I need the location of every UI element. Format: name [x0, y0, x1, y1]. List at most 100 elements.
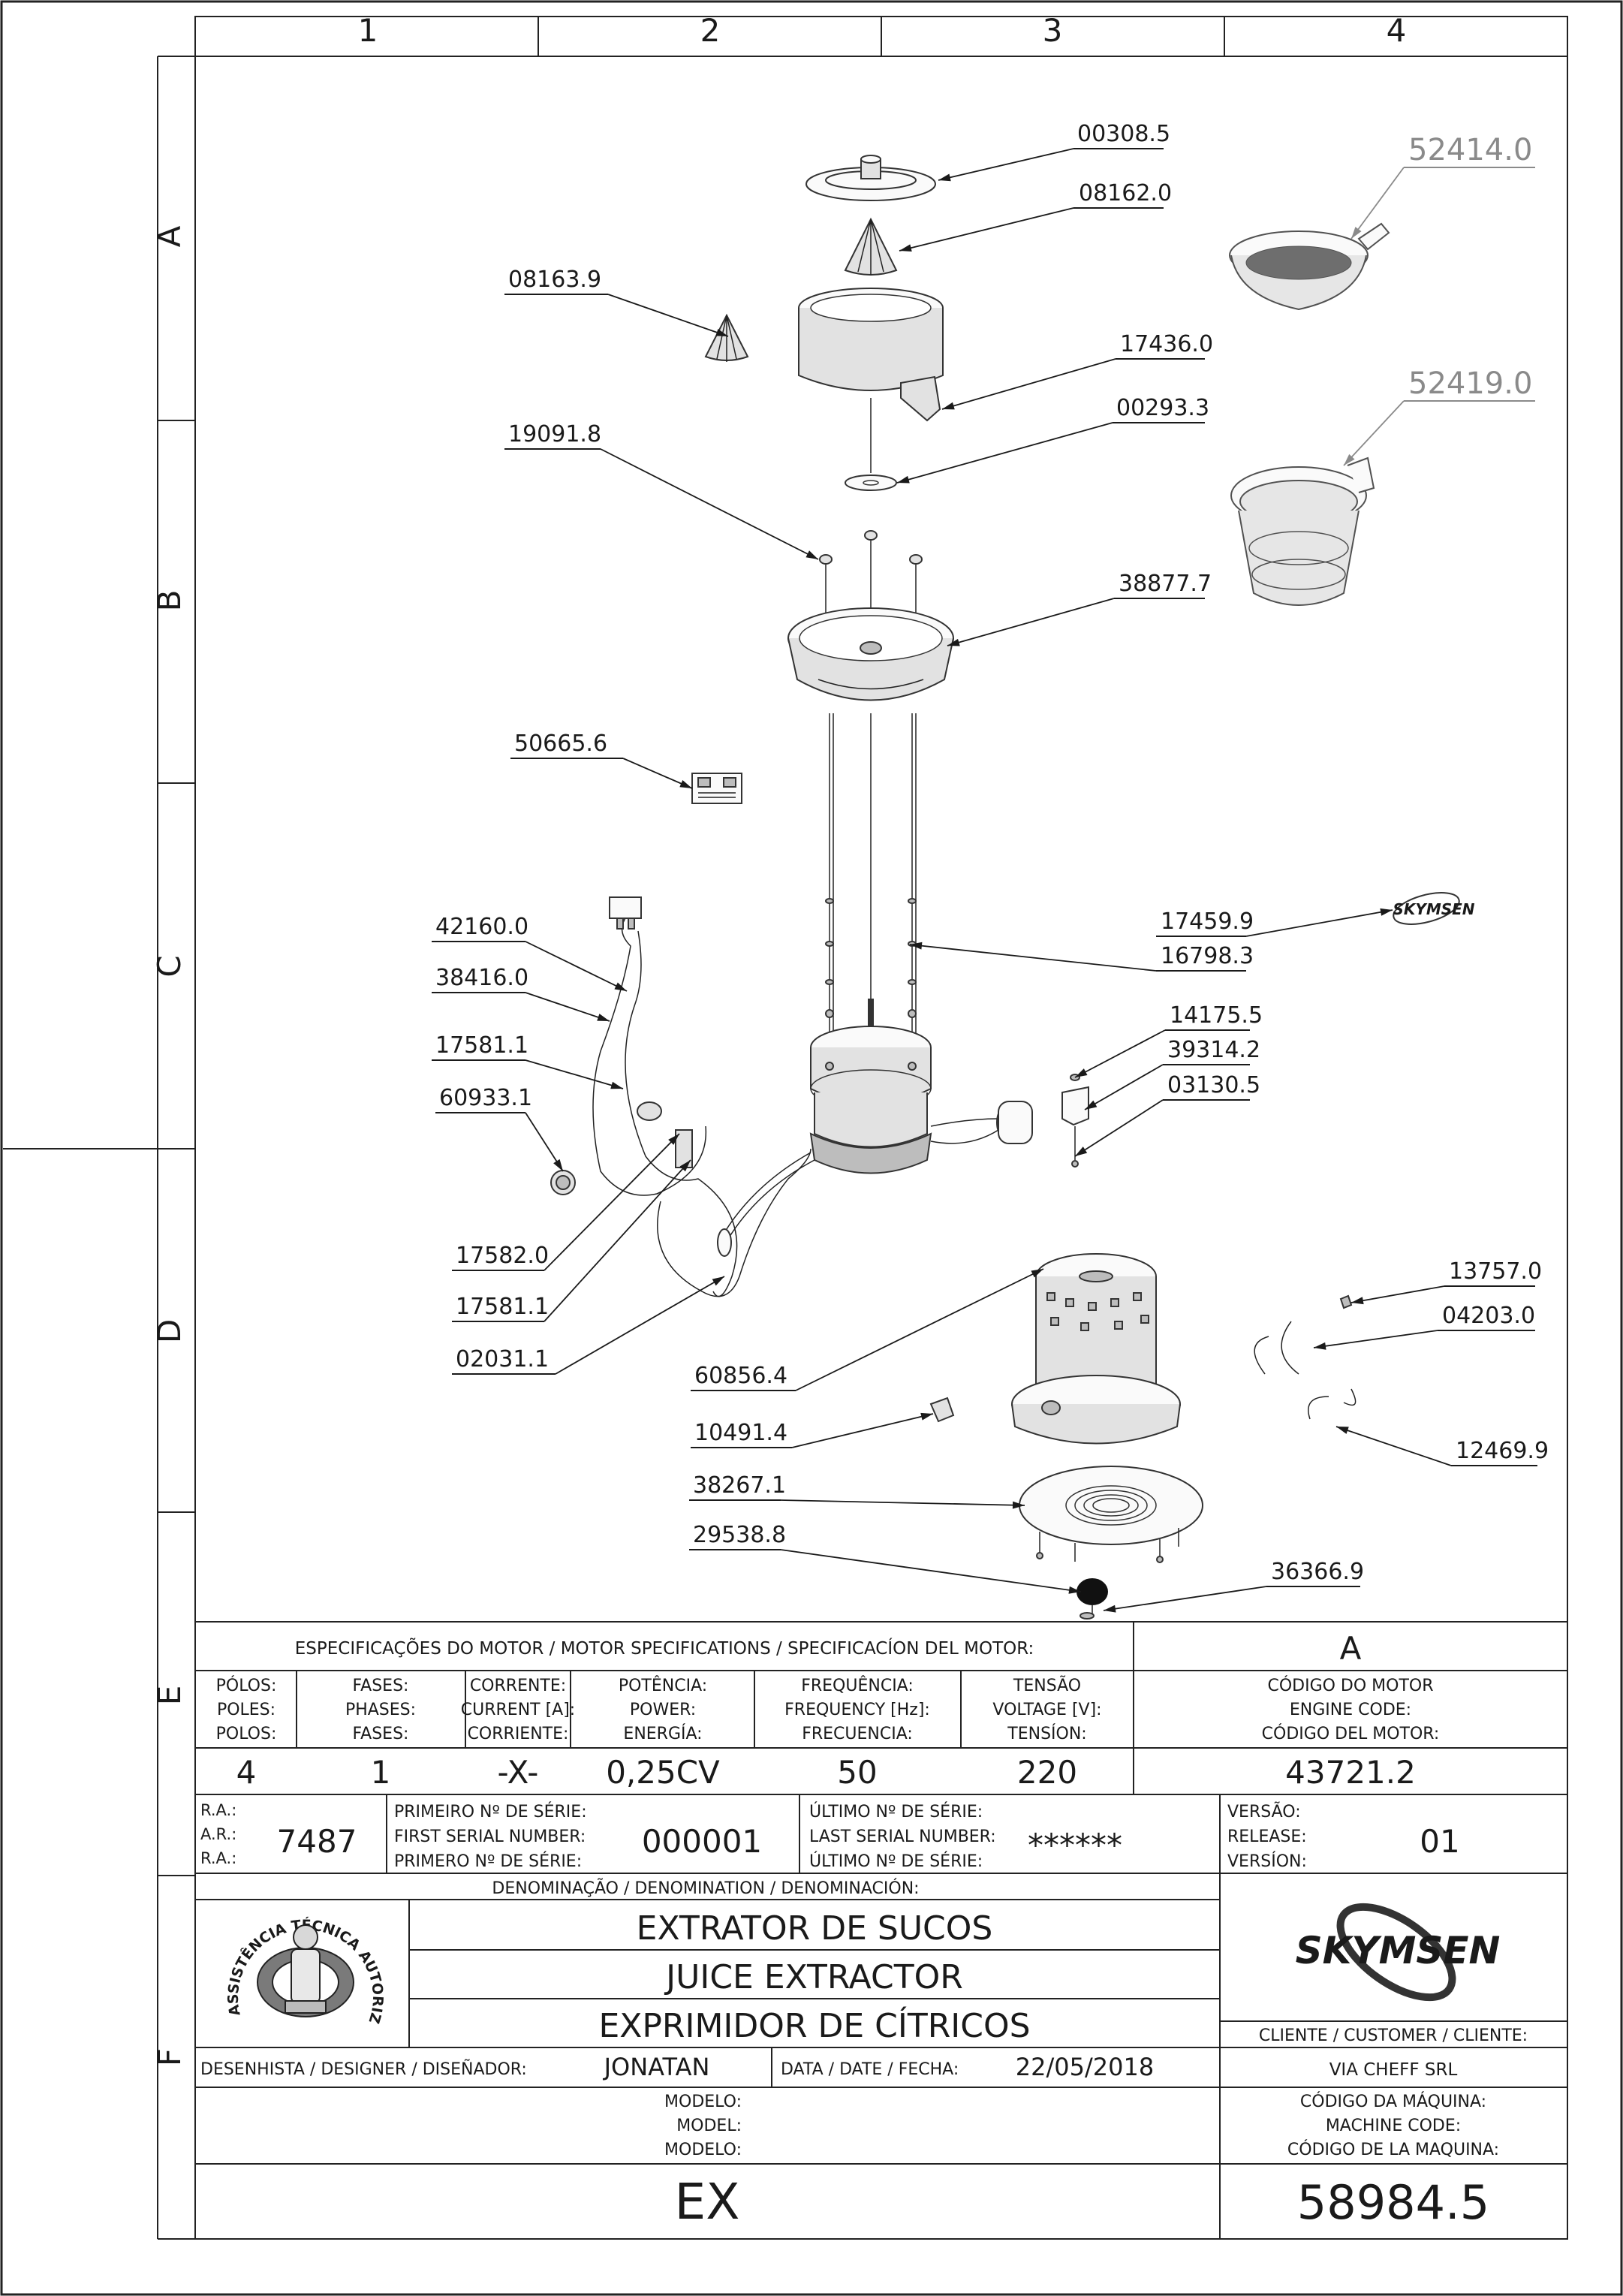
callout-arrowhead	[679, 780, 692, 788]
callout-arrowhead	[1351, 227, 1362, 239]
callout-c1: 00308.5	[938, 121, 1170, 182]
part-brand-badge: SKYMSEN	[1393, 892, 1475, 925]
motor-spec-label: TENSÃO	[1013, 1675, 1081, 1695]
machine-code-label-1: CÓDIGO DA MÁQUINA:	[1300, 2092, 1486, 2111]
callout-label: 17582.0	[456, 1243, 549, 1269]
motor-spec-column: PÓLOS:POLES:POLOS:4	[216, 1676, 277, 1791]
designer-label: DESENHISTA / DESIGNER / DISEÑADOR:	[200, 2059, 527, 2079]
ra-label-3: R.A.:	[200, 1849, 236, 1867]
callout-leader	[938, 148, 1074, 181]
motor-specifications: ESPECIFICAÇÕES DO MOTOR / MOTOR SPECIFIC…	[216, 1630, 1440, 1791]
callout-c7: 52419.0	[1343, 366, 1535, 466]
callout-leader	[622, 758, 693, 789]
motor-spec-column: CORRENTE:CURRENT [A]:CORRIENTE:-X-	[461, 1677, 575, 1791]
callout-arrowhead	[1380, 908, 1393, 916]
motor-spec-label: PÓLOS:	[216, 1676, 277, 1695]
callout-c16: 14175.5	[1074, 1002, 1263, 1078]
motor-spec-label: FASES:	[353, 1725, 409, 1743]
machine-code-label-3: CÓDIGO DE LA MAQUINA:	[1287, 2140, 1499, 2159]
callout-leader	[780, 1549, 1082, 1592]
callout-c24: 04203.0	[1313, 1303, 1535, 1350]
last-serial-label-3: ÚLTIMO Nº DE SÉRIE:	[809, 1852, 983, 1871]
row-label-d: D	[151, 1319, 188, 1343]
callout-leader	[1343, 400, 1405, 466]
callout-c12: 38416.0	[432, 965, 610, 1022]
callout-arrowhead	[942, 402, 955, 410]
callout-c25: 60856.4	[691, 1268, 1044, 1391]
callout-arrowhead	[947, 638, 960, 646]
callout-arrowhead	[1031, 1269, 1043, 1278]
callout-label: 17436.0	[1120, 331, 1213, 357]
version-value: 01	[1420, 1823, 1459, 1860]
column-label-1: 1	[358, 12, 378, 49]
last-serial-value: ******	[1028, 1827, 1122, 1864]
motor-spec-label: FREQUENCY [Hz]:	[784, 1701, 930, 1719]
part-strainer-52414	[1229, 222, 1390, 311]
brand-text: SKYMSEN	[1296, 1929, 1501, 1972]
callout-leader	[544, 1159, 691, 1322]
callout-label: 03130.5	[1167, 1072, 1260, 1098]
callout-c10: 50665.6	[510, 731, 693, 789]
motor-variant: A	[1340, 1630, 1362, 1667]
callout-arrowhead	[1314, 1342, 1326, 1350]
callout-arrowhead	[1012, 1501, 1025, 1509]
model-label-2: MODEL:	[676, 2117, 742, 2135]
motor-spec-header: ESPECIFICAÇÕES DO MOTOR / MOTOR SPECIFIC…	[295, 1637, 1034, 1659]
column-label-3: 3	[1043, 12, 1063, 49]
motor-spec-label: CÓDIGO DO MOTOR	[1267, 1676, 1433, 1695]
callout-label: 04203.0	[1442, 1303, 1535, 1329]
callout-c14: 16798.3	[909, 942, 1254, 972]
model: MODELO: MODEL: MODELO: EX	[664, 2093, 742, 2231]
motor-spec-value: 50	[837, 1754, 877, 1791]
callout-leader	[525, 941, 628, 992]
part-switch-knob	[929, 1397, 955, 1423]
callout-leader	[780, 1499, 1025, 1506]
motor-spec-value: 1	[371, 1754, 391, 1791]
motor-spec-label: ENERGÍA:	[623, 1724, 702, 1743]
designer-date-row: DESENHISTA / DESIGNER / DISEÑADOR: JONAT…	[200, 2053, 1154, 2081]
callout-arrowhead	[1075, 1068, 1088, 1077]
callout-label: 00293.3	[1116, 395, 1209, 421]
callout-leader	[1103, 1586, 1267, 1611]
callout-label: 42160.0	[435, 914, 528, 940]
model-value: EX	[675, 2173, 740, 2231]
callout-label: 02031.1	[456, 1346, 549, 1372]
callout-leader	[941, 358, 1116, 410]
version-label-2: RELEASE:	[1227, 1827, 1307, 1846]
badge-brand-text: SKYMSEN	[1393, 900, 1474, 918]
callout-label: 14175.5	[1170, 1002, 1263, 1029]
callout-c8: 19091.8	[504, 421, 819, 560]
row-label-c: C	[151, 955, 188, 977]
column-grid-header: 1 2 3 4	[158, 12, 1567, 57]
callout-leader	[1313, 1330, 1438, 1348]
callout-label: 13757.0	[1449, 1258, 1542, 1285]
callout-c5: 17436.0	[941, 331, 1213, 410]
callout-arrowhead	[610, 1081, 623, 1089]
callout-arrowhead	[910, 942, 923, 950]
motor-spec-column: POTÊNCIA:POWER:ENERGÍA:0,25CV	[606, 1676, 720, 1791]
column-label-4: 4	[1387, 12, 1407, 49]
motor-spec-columns: PÓLOS:POLES:POLOS:4FASES:PHASES:FASES:1C…	[216, 1675, 1440, 1791]
customer-value: VIA CHEFF SRL	[1329, 2060, 1458, 2080]
last-serial-label-2: LAST SERIAL NUMBER:	[809, 1827, 996, 1846]
callout-c19: 03130.5	[1074, 1072, 1260, 1157]
part-lid	[805, 155, 936, 201]
callout-label: 08162.0	[1079, 180, 1172, 206]
part-base-cup	[787, 607, 954, 701]
callout-arrowhead	[1344, 453, 1355, 466]
callout-arrowhead	[679, 1160, 691, 1172]
callout-c4: 08163.9	[504, 267, 729, 337]
callout-c21: 17581.1	[452, 1159, 691, 1322]
callout-label: 39314.2	[1167, 1037, 1260, 1063]
last-serial-label-1: ÚLTIMO Nº DE SÉRIE:	[809, 1802, 983, 1821]
version-label-3: VERSÍON:	[1227, 1852, 1307, 1871]
callout-c6: 00293.3	[896, 395, 1209, 484]
callout-c27: 12469.9	[1335, 1426, 1549, 1466]
denomination-pt: EXTRATOR DE SUCOS	[637, 1909, 993, 1948]
callout-leader	[1335, 1426, 1452, 1466]
motor-spec-label: POLOS:	[216, 1725, 277, 1743]
part-long-rods	[825, 713, 917, 1036]
callout-label: 08163.9	[508, 267, 601, 293]
callout-label: 38877.7	[1119, 571, 1212, 597]
